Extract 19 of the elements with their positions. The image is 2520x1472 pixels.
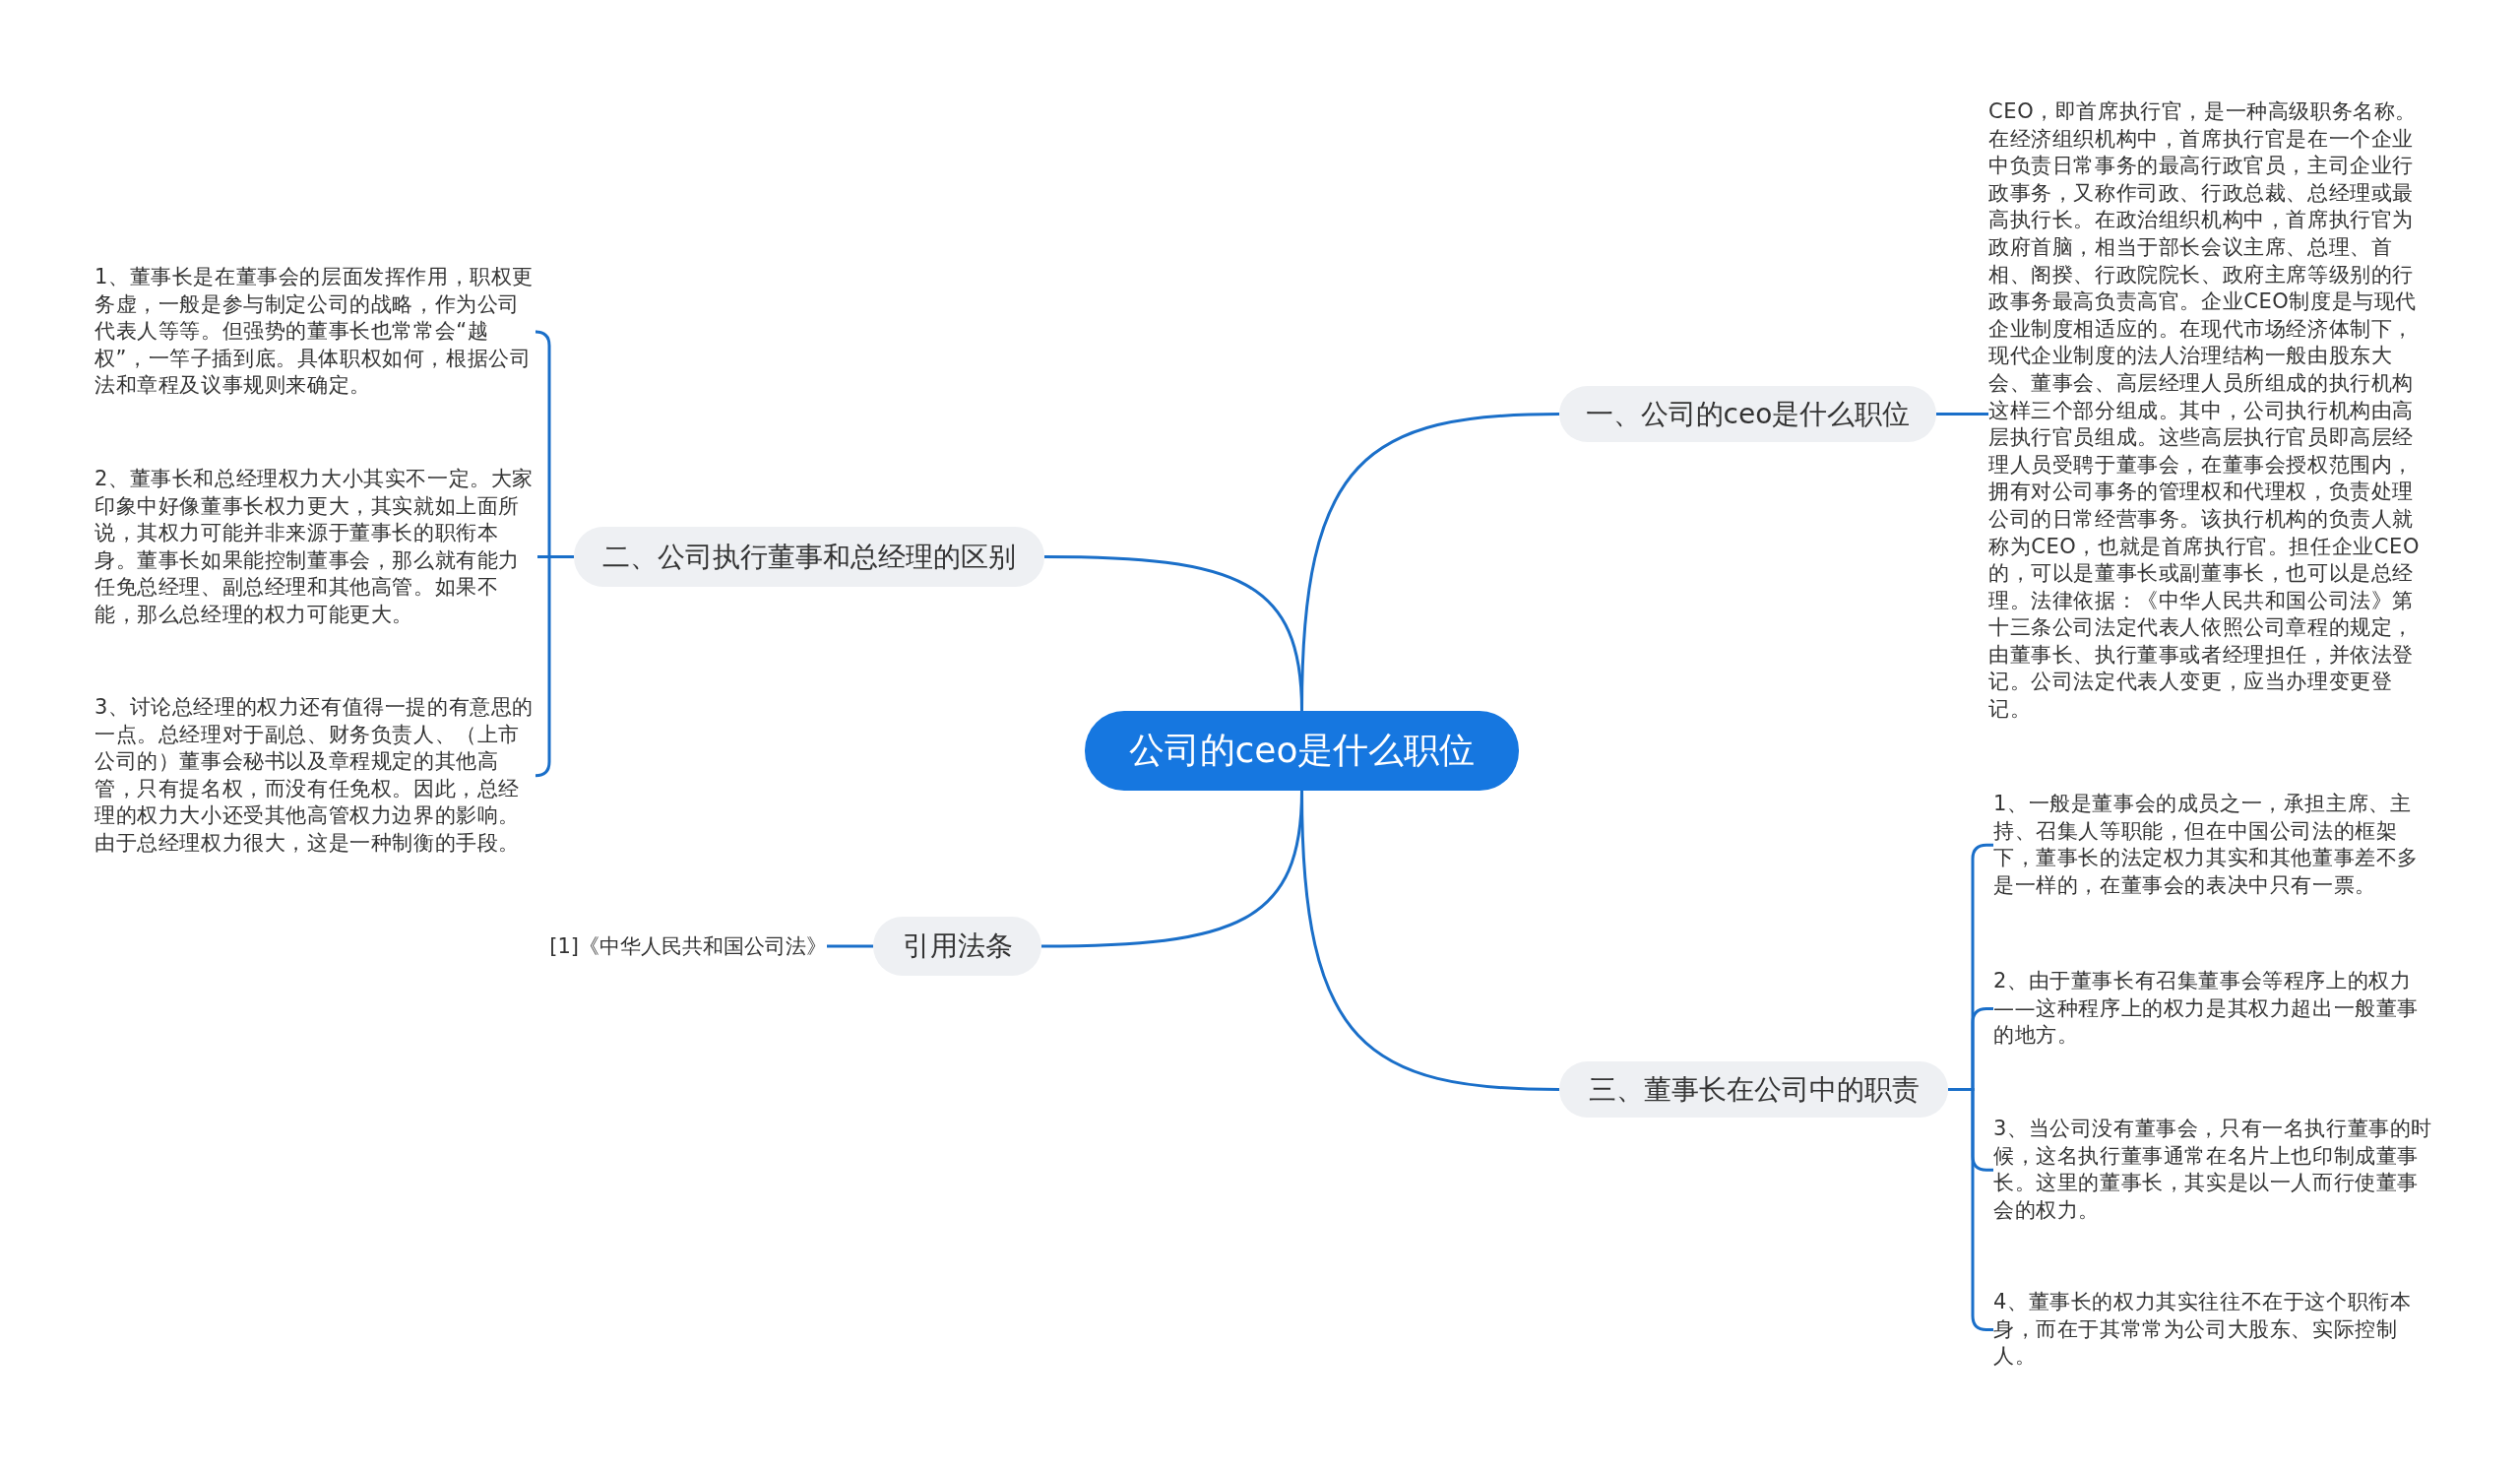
connector-line xyxy=(1044,555,1303,712)
reference-text: [1]《中华人民共和国公司法》 xyxy=(512,930,827,962)
topic-box: 三、董事长在公司中的职责 xyxy=(1559,1061,1948,1118)
note-text: 1、董事长是在董事会的层面发挥作用，职权更务虚，一般是参与制定公司的战略，作为公司代表人等等。但强势的董事长也常常会“越权”，一竿子插到底。具体职权如何，根据公司法和章程及议事规则来确定。 xyxy=(94,264,537,400)
note-text: 3、当公司没有董事会，只有一名执行董事的时候，这名执行董事通常在名片上也印制成董事长。这里的董事长，其实是以一人而行使董事会的权力。 xyxy=(1993,1116,2436,1225)
note-text: 3、讨论总经理的权力还有值得一提的有意思的一点。总经理对于副总、财务负责人、（上市公司的）董事会秘书以及章程规定的其他高管，只有提名权，而没有任免权。因此，总经理的权力大小还受其他高管权力边界的影响。由于总经理权力很大，这是一种制衡的手段。 xyxy=(94,694,537,858)
note-text: 2、由于董事长有召集董事会等程序上的权力——这种程序上的权力是其权力超出一般董事的地方。 xyxy=(1993,968,2436,1050)
note-text: 2、董事长和总经理权力大小其实不一定。大家印象中好像董事长权力更大，其实就如上面所说，其权力可能并非来源于董事长的职衔本身。董事长如果能控制董事会，那么就有能力任免总经理、副总经理和其他高管。如果不能，那么总经理的权力可能更大。 xyxy=(94,466,537,629)
note-text: CEO，即首席执行官，是一种高级职务名称。在经济组织机构中，首席执行官是在一个企业中负责日常事务的最高行政官员，主司企业行政事务，又称作司政、行政总裁、总经理或最高执行长。在政治组织机构中，首席执行官为政府首脑，相当于部长会议主席、总理、首相、阁揆、行政院院长、政府主席等级别的行政事务最高负责高官。企业CEO制度是与现代企业制度相适应的。在现代市场经济体制下，现代企业制度的法人治理结构一般由股东大会、董事会、高层经理人员所组成的执行机构这样三个部分组成。其中，公司执行机构由高层执行官员组成。这些高层执行官员即高层经理人员受聘于董事会，在董事会授权范围内，拥有对公司事务的管理权和代理权，负责处理公司的日常经营事务。该执行机构的负责人就称为CEO，也就是首席执行官。担任企业CEO的，可以是董事长或副董事长，也可以是总经理。法律依据：《中华人民共和国公司法》第十三条公司法定代表人依照公司章程的规定，由董事长、执行董事或者经理担任，并依法登记。公司法定代表人变更，应当办理变更登记。 xyxy=(1988,98,2431,724)
connector-line xyxy=(534,555,574,778)
note-text: 1、一般是董事会的成员之一，承担主席、主持、召集人等职能，但在中国公司法的框架下，董事长的法定权力其实和其他董事差不多是一样的，在董事会的表决中只有一票。 xyxy=(1993,791,2436,900)
central-topic: 公司的ceo是什么职位 xyxy=(1085,711,1519,791)
connector-line xyxy=(1936,413,1988,416)
note-text: 4、董事长的权力其实往往不在于这个职衔本身，而在于其常常为公司大股东、实际控制人。 xyxy=(1993,1289,2436,1371)
connector-line xyxy=(1041,790,1303,948)
topic-box: 一、公司的ceo是什么职位 xyxy=(1559,386,1936,442)
topic-box: 二、公司执行董事和总经理的区别 xyxy=(574,527,1044,587)
topic-box: 引用法条 xyxy=(873,917,1041,976)
connector-line xyxy=(827,944,873,948)
